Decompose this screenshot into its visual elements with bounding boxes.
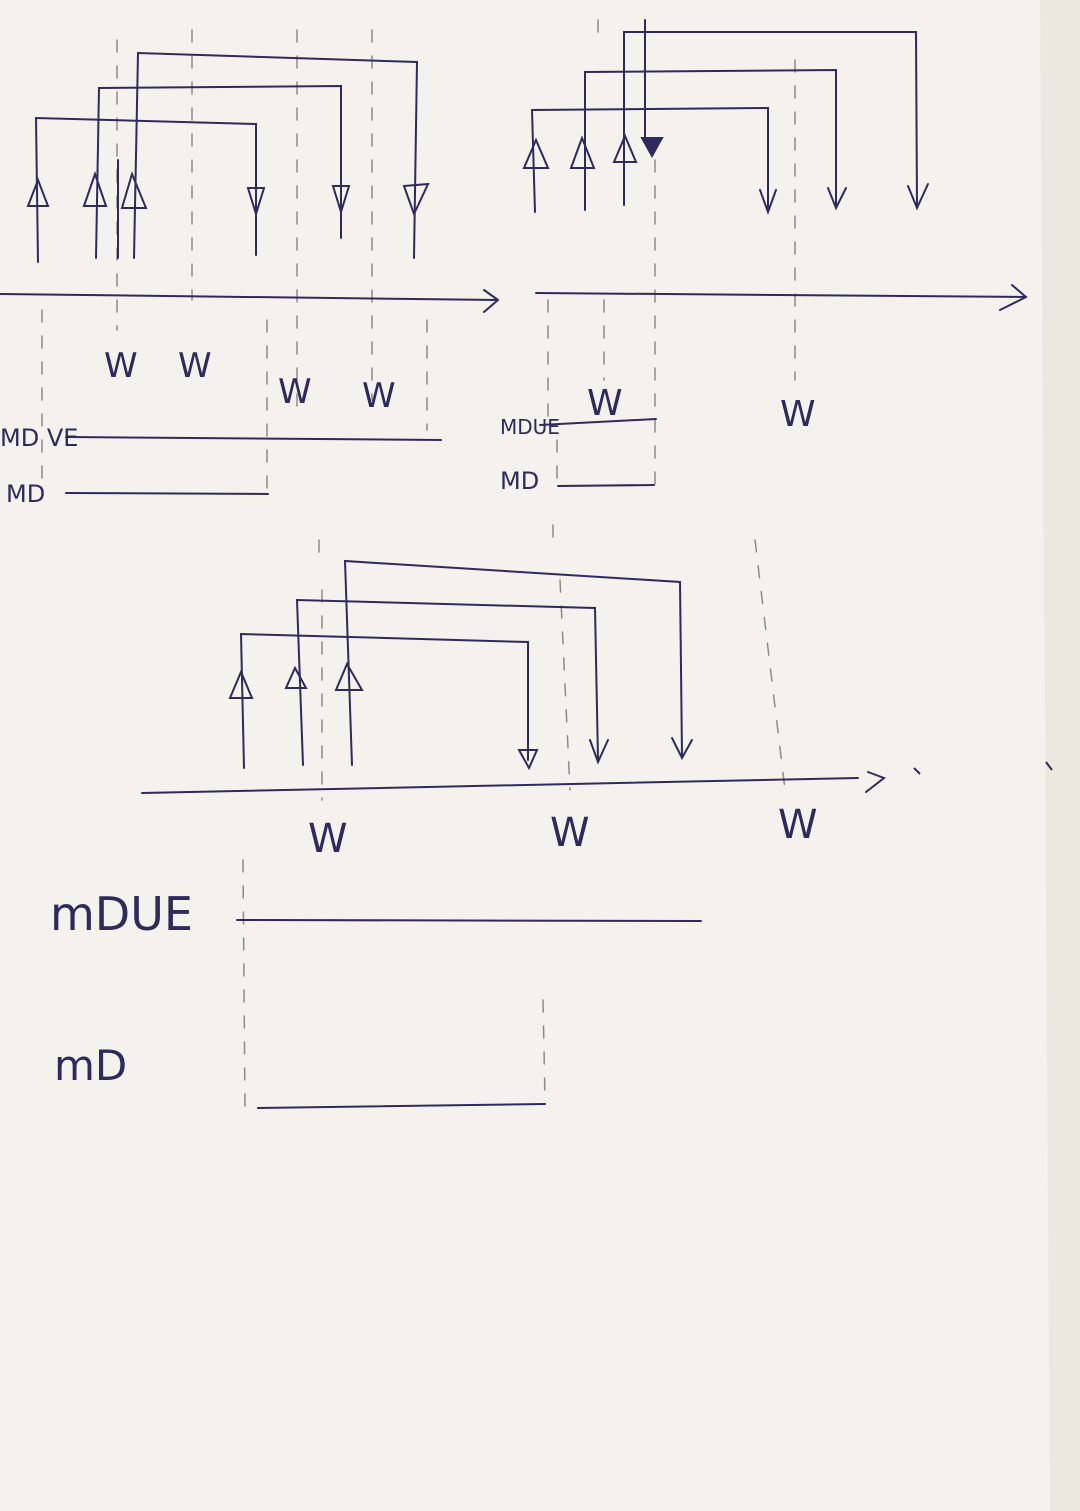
diagram-2 [522, 19, 1028, 491]
mdue-label: mDUE [50, 887, 193, 941]
md-line [65, 492, 269, 495]
up-arrow-head [569, 135, 596, 169]
w-label: W [308, 816, 348, 862]
w-label: W [587, 383, 623, 424]
bracket-arrow [295, 598, 599, 766]
md-label: MD [500, 467, 539, 495]
bracket-arrow [95, 84, 342, 259]
up-arrow-head [522, 137, 550, 169]
guide-lines [547, 19, 796, 491]
bracket-arrow [133, 51, 419, 259]
bracket-arrow [584, 68, 837, 211]
time-axis [535, 284, 1028, 311]
w-label: W [362, 376, 396, 416]
up-arrow-head [26, 177, 50, 207]
down-arrow-head [246, 187, 266, 218]
up-arrow-head [334, 661, 364, 691]
w-label: W [778, 802, 818, 848]
w-label: W [104, 346, 138, 386]
mdue-line [65, 436, 442, 441]
w-label: W [178, 346, 212, 386]
guide-lines [242, 524, 786, 1111]
time-axis [141, 771, 887, 794]
up-arrow-head [284, 665, 308, 689]
time-axis [0, 289, 500, 313]
down-arrow-head [402, 182, 430, 217]
mdue-label: MD VE [0, 424, 78, 452]
mdue-line [236, 919, 702, 922]
mdue-label: MDUE [500, 415, 560, 439]
diagram-1 [0, 29, 500, 496]
bracket-arrow [623, 31, 918, 206]
bracket-arrow [530, 106, 769, 213]
up-arrow-head [612, 133, 638, 163]
md-label: mD [54, 1041, 127, 1090]
md-label: MD [6, 480, 45, 508]
bracket-arrow [34, 116, 257, 263]
w-label: W [550, 810, 590, 856]
paper-shadow [1040, 0, 1080, 1511]
w-label: W [780, 394, 816, 435]
diagram-3 [141, 524, 887, 1111]
md-line [557, 484, 655, 487]
bracket-arrow [239, 632, 529, 769]
down-arrow-head [517, 749, 539, 771]
up-arrow-head [120, 170, 148, 209]
md-line [257, 1103, 546, 1109]
guide-lines [41, 29, 428, 496]
stray-mark [913, 761, 1053, 775]
up-arrow-head [228, 669, 254, 699]
down-arrow-head [331, 185, 351, 216]
down-arrow-head [640, 137, 664, 159]
mdue-line [539, 418, 657, 426]
w-label: W [278, 372, 312, 412]
up-arrow-head [82, 170, 108, 207]
bracket-arrow [343, 559, 683, 766]
